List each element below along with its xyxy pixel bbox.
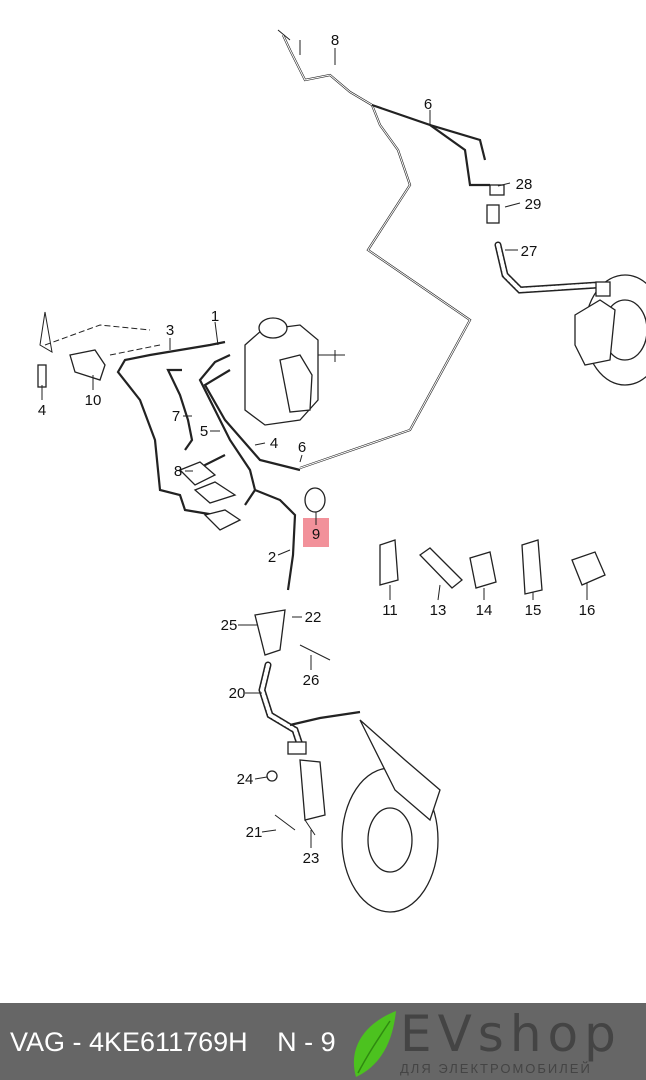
part-number: VAG - 4KE611769H bbox=[10, 1027, 248, 1057]
part-info: VAG - 4KE611769H N - 9 bbox=[10, 1027, 358, 1058]
master-cylinder bbox=[244, 317, 345, 426]
pipes-left bbox=[44, 324, 301, 591]
callout-11[interactable]: 11 bbox=[382, 602, 398, 619]
callout-7[interactable]: 7 bbox=[172, 408, 180, 425]
brake-disc-rear bbox=[341, 719, 441, 913]
callout-21[interactable]: 21 bbox=[246, 824, 263, 841]
lower-hose-assembly bbox=[254, 609, 361, 836]
position-number: N - 9 bbox=[277, 1027, 336, 1057]
callouts: 8 6 28 29 27 3 1 4 10 7 5 4 6 8 9 2 11 1… bbox=[38, 32, 596, 867]
part-4-and-10 bbox=[37, 311, 106, 388]
callout-29[interactable]: 29 bbox=[525, 196, 542, 213]
clips-row bbox=[379, 539, 606, 595]
callout-24[interactable]: 24 bbox=[237, 771, 254, 788]
callout-8-lower[interactable]: 8 bbox=[174, 463, 182, 480]
callout-9[interactable]: 9 bbox=[312, 526, 320, 543]
leader-lines bbox=[41, 48, 588, 848]
callout-15[interactable]: 15 bbox=[525, 602, 542, 619]
brake-disc-front-right bbox=[574, 274, 646, 386]
callout-16[interactable]: 16 bbox=[579, 602, 596, 619]
pipe-6-upper bbox=[277, 29, 490, 470]
callout-27[interactable]: 27 bbox=[521, 243, 538, 260]
callout-26[interactable]: 26 bbox=[303, 672, 320, 689]
callout-22[interactable]: 22 bbox=[305, 609, 322, 626]
callout-6[interactable]: 6 bbox=[424, 96, 432, 113]
brake-line-diagram: 8 6 28 29 27 3 1 4 10 7 5 4 6 8 9 2 11 1… bbox=[37, 29, 646, 913]
brand-tagline: ДЛЯ ЭЛЕКТРОМОБИЛЕЙ bbox=[400, 1061, 592, 1076]
brand-logo-text: EVshop bbox=[400, 1005, 622, 1063]
callout-28[interactable]: 28 bbox=[516, 176, 533, 193]
grommet-9 bbox=[304, 487, 326, 513]
leaf-logo-icon bbox=[353, 1011, 396, 1077]
callout-13[interactable]: 13 bbox=[430, 602, 447, 619]
footer-bar: VAG - 4KE611769H N - 9 EVshop ДЛЯ ЭЛЕКТР… bbox=[0, 1003, 646, 1080]
callout-1[interactable]: 1 bbox=[211, 308, 219, 325]
callout-2[interactable]: 2 bbox=[268, 549, 276, 566]
callout-10[interactable]: 10 bbox=[85, 392, 102, 409]
callout-5[interactable]: 5 bbox=[200, 423, 208, 440]
brake-hose-27 bbox=[486, 184, 602, 294]
callout-20[interactable]: 20 bbox=[229, 685, 246, 702]
callout-25[interactable]: 25 bbox=[221, 617, 238, 634]
callout-23[interactable]: 23 bbox=[303, 850, 320, 867]
callout-3[interactable]: 3 bbox=[166, 322, 174, 339]
callout-4[interactable]: 4 bbox=[270, 435, 278, 452]
callout-6-lower[interactable]: 6 bbox=[298, 439, 306, 456]
callout-14[interactable]: 14 bbox=[476, 602, 493, 619]
callout-8[interactable]: 8 bbox=[331, 32, 339, 49]
callout-4-left[interactable]: 4 bbox=[38, 402, 46, 419]
